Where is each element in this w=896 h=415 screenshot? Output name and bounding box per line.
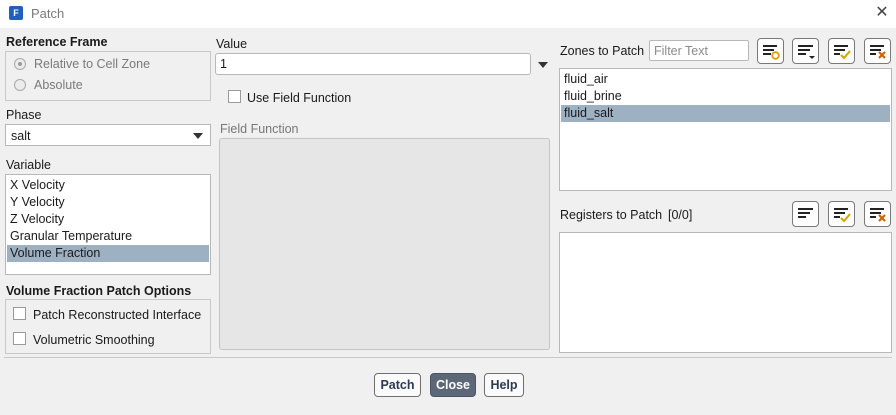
fluent-app-icon: F	[9, 6, 23, 20]
registers-list-options-button[interactable]	[792, 201, 819, 227]
zones-filter-box[interactable]	[649, 40, 749, 61]
zones-select-all-button[interactable]	[828, 38, 855, 64]
phase-dropdown[interactable]: salt	[5, 124, 211, 146]
phase-selected-value: salt	[11, 129, 31, 143]
zones-filter-input[interactable]	[650, 41, 748, 60]
zones-to-patch-label: Zones to Patch	[560, 44, 645, 58]
registers-to-patch-label: Registers to Patch	[560, 208, 663, 222]
radio-relative-to-cell-zone[interactable]	[14, 58, 26, 70]
chevron-down-icon	[193, 133, 203, 139]
close-button[interactable]: Close	[430, 373, 476, 397]
zones-deselect-all-button[interactable]	[864, 38, 891, 64]
bottom-divider	[4, 357, 892, 358]
list-dropdown-icon	[798, 45, 815, 59]
zones-listbox[interactable]: fluid_air fluid_brine fluid_salt	[559, 68, 892, 191]
registers-select-all-button[interactable]	[828, 201, 855, 227]
window-title: Patch	[31, 6, 65, 21]
variable-listbox[interactable]: X Velocity Y Velocity Z Velocity Granula…	[5, 174, 211, 275]
value-label: Value	[216, 37, 248, 51]
patch-reconstructed-interface-label: Patch Reconstructed Interface	[33, 308, 202, 322]
title-bar	[0, 0, 896, 28]
patch-reconstructed-interface-checkbox[interactable]	[13, 307, 26, 320]
select-all-icon	[834, 208, 851, 223]
registers-deselect-all-button[interactable]	[864, 201, 891, 227]
radio-absolute-label: Absolute	[34, 78, 83, 92]
value-input-field[interactable]	[216, 54, 530, 74]
list-item-selected[interactable]: Volume Fraction	[7, 245, 209, 262]
close-window-icon[interactable]: ✕	[875, 4, 889, 21]
registers-count: [0/0]	[668, 208, 693, 222]
use-field-function-checkbox[interactable]	[228, 90, 241, 103]
list-item-selected[interactable]: fluid_salt	[561, 105, 890, 122]
select-all-icon	[834, 45, 851, 60]
value-dropdown-arrow-icon[interactable]	[538, 62, 548, 68]
list-item[interactable]: Z Velocity	[10, 212, 65, 226]
reference-frame-title: Reference Frame	[6, 35, 108, 49]
zones-list-options-button[interactable]	[792, 38, 819, 64]
reference-frame-group	[5, 51, 211, 101]
vf-options-title: Volume Fraction Patch Options	[6, 284, 192, 298]
patch-button[interactable]: Patch	[374, 373, 421, 397]
deselect-all-icon	[870, 208, 886, 222]
phase-label: Phase	[6, 108, 42, 122]
radio-absolute[interactable]	[14, 79, 26, 91]
deselect-all-icon	[870, 45, 886, 59]
radio-relative-label: Relative to Cell Zone	[34, 57, 151, 71]
zones-match-button[interactable]	[757, 38, 784, 64]
help-button[interactable]: Help	[484, 373, 524, 397]
registers-listbox[interactable]	[559, 232, 892, 353]
use-field-function-label: Use Field Function	[247, 91, 352, 105]
list-item[interactable]: fluid_air	[564, 72, 608, 86]
list-match-icon	[763, 45, 780, 60]
volumetric-smoothing-label: Volumetric Smoothing	[33, 333, 155, 347]
field-function-label: Field Function	[220, 122, 299, 136]
list-icon	[798, 208, 813, 218]
list-item[interactable]: fluid_brine	[564, 89, 622, 103]
list-item[interactable]: X Velocity	[10, 178, 65, 192]
variable-label: Variable	[6, 158, 51, 172]
list-item[interactable]: Granular Temperature	[10, 229, 133, 243]
field-function-area	[219, 138, 550, 350]
vf-options-group	[5, 299, 211, 354]
volumetric-smoothing-checkbox[interactable]	[13, 332, 26, 345]
list-item[interactable]: Y Velocity	[10, 195, 65, 209]
value-input[interactable]	[215, 53, 531, 75]
